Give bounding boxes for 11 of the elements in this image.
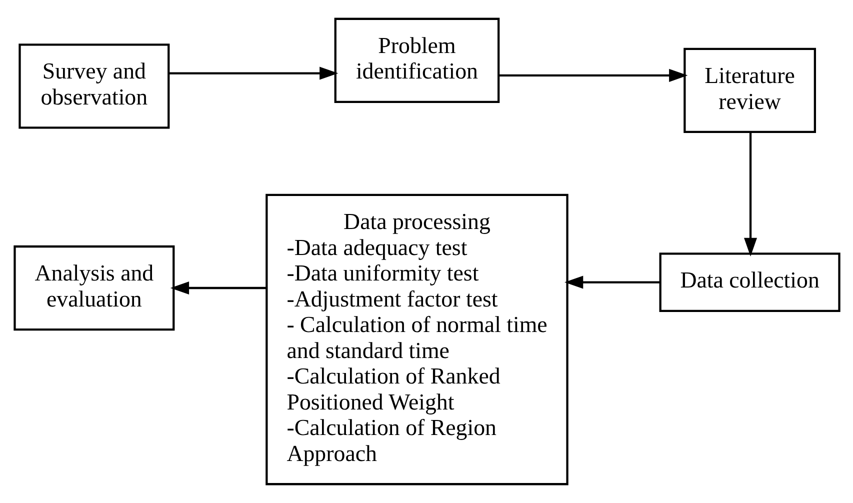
arrow <box>564 276 660 289</box>
arrow <box>168 66 338 80</box>
node-box: Literature review <box>683 48 816 134</box>
node-box: Data collection <box>658 252 840 312</box>
arrow <box>744 132 757 256</box>
arrow <box>498 68 688 82</box>
node-box: Data processing -Data adequacy test -Data uniformity test -Adjustment factor test - Calculation of normal time and standard time -Calculation of Ranked Positioned Weight -Calculation of Region Approach <box>265 194 568 486</box>
node-box: Survey and observation <box>18 44 170 129</box>
node-box: Analysis and evaluation <box>13 245 174 331</box>
arrow <box>170 281 266 295</box>
node-box: Problem identification <box>334 18 500 103</box>
